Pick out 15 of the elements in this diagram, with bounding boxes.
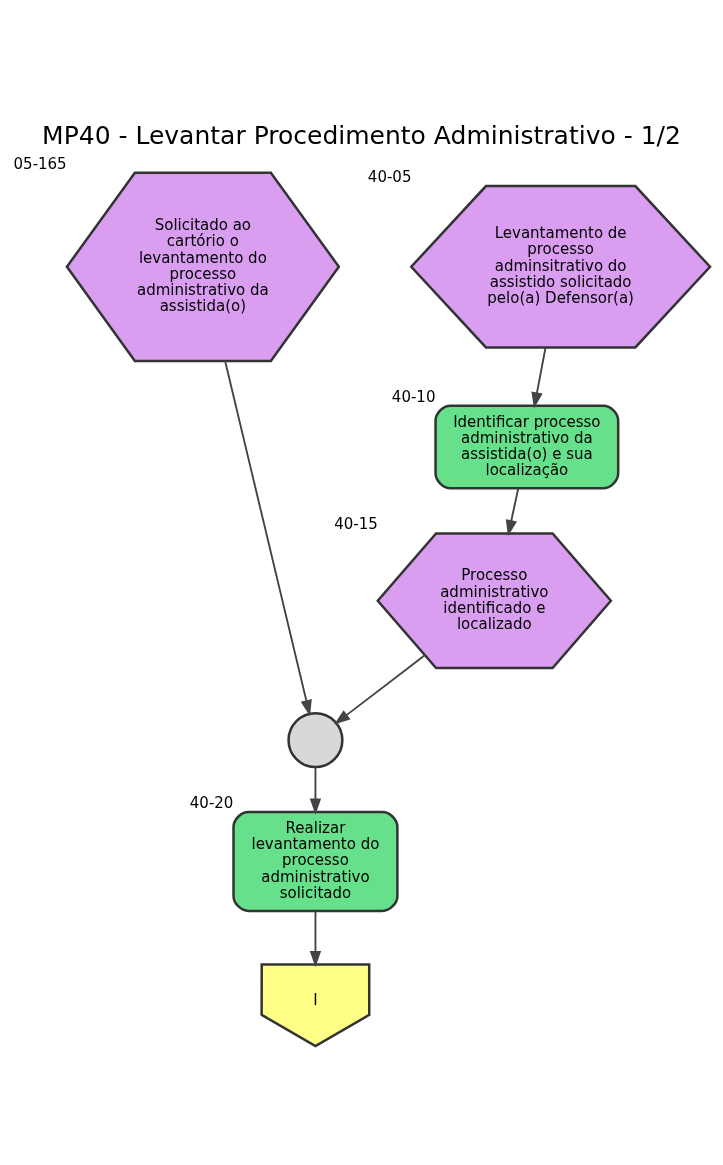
arrow bbox=[334, 654, 426, 725]
node-label: 40-10 bbox=[391, 387, 436, 406]
node-circle bbox=[287, 712, 344, 769]
node-label: 40-20 bbox=[189, 793, 234, 812]
node-box: Identificar processo administrativo da assistida(o) e sua localização bbox=[434, 404, 620, 490]
diagram-title: MP40 - Levantar Procedimento Administrativo - 1/2 bbox=[42, 121, 681, 151]
arrow bbox=[309, 766, 322, 815]
arrow bbox=[309, 910, 322, 968]
node-label: 05-165 bbox=[13, 154, 67, 173]
node-box: Realizar levantamento do processo administrativo solicitado bbox=[232, 810, 399, 913]
node-label: 40-15 bbox=[334, 515, 378, 534]
arrow bbox=[224, 360, 312, 717]
node-label: 40-05 bbox=[367, 167, 412, 186]
arrow bbox=[505, 487, 520, 537]
arrow bbox=[531, 346, 547, 409]
